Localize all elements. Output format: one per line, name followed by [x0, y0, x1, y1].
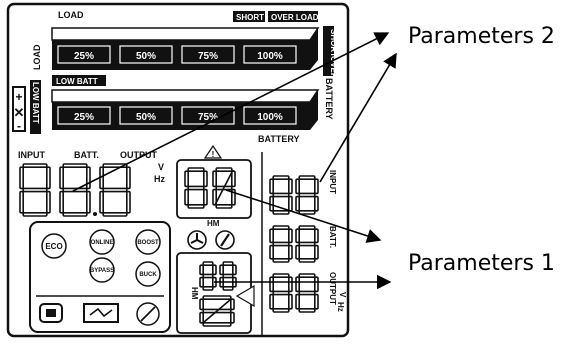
load-title: LOAD [58, 10, 84, 20]
mode-panel: ECO ONLINE BOOST BYPASS BUCK [29, 221, 171, 333]
load-panel: LOAD LOAD SHORT OVER LOAD SHORT OVER LOA… [32, 10, 338, 104]
bypass-icon [89, 257, 115, 283]
output-label: OUTPUT [120, 150, 158, 160]
right-batt: BATT. [328, 226, 337, 248]
right-digit-5 [269, 273, 293, 313]
bypass-label: BYPASS [90, 268, 114, 274]
battery-bar-label: 75% [198, 112, 218, 123]
fan-icon [187, 230, 207, 250]
load-right-short: SHORT [329, 29, 338, 57]
battery-bar-label: 25% [74, 112, 94, 123]
buck-label: BUCK [139, 272, 157, 278]
load-bar-4 [243, 45, 297, 64]
battery-bar-2 [119, 106, 173, 125]
hm-side: HM [190, 287, 199, 300]
callout-parameters-2: Parameters 2 [408, 24, 555, 49]
svg-text:!: ! [212, 150, 215, 159]
plug-icon [39, 303, 63, 323]
battery-bar-1 [57, 106, 111, 125]
center-digit-2 [212, 167, 236, 209]
battery-bar-label: 100% [257, 112, 283, 123]
short-badge-box [233, 11, 265, 22]
load-bar-label: 50% [136, 51, 156, 62]
svg-text:✕: ✕ [14, 105, 25, 120]
right-digit-4 [295, 225, 319, 263]
right-output: OUTPUT [328, 272, 337, 305]
triangle-icon [235, 284, 255, 308]
unit-hz: Hz [154, 174, 165, 184]
hm-top: HM [207, 219, 220, 228]
main-digit-1 [19, 163, 51, 217]
low-batt-side-box [30, 80, 41, 134]
load-bar-label: 100% [257, 51, 283, 62]
battery-right-label: BATTERY [324, 78, 334, 120]
unit-v: V [158, 162, 164, 172]
right-digit-2 [295, 175, 319, 215]
arrow-to-param2-a [72, 32, 390, 192]
low-batt-badge: LOW BATT [56, 77, 98, 86]
right-unit-hz: Hz [336, 302, 345, 312]
eco-label: ECO [45, 242, 62, 251]
wrench-icon [215, 230, 235, 250]
buck-icon [135, 261, 161, 287]
boost-label: BOOST [137, 240, 159, 246]
boost-icon [135, 229, 161, 255]
lcd-frame [6, 2, 350, 338]
fault-icon [136, 302, 160, 326]
main-digit-2 [59, 163, 91, 217]
battery-icon [12, 86, 26, 132]
online-label: ONLINE [91, 240, 114, 246]
right-input: INPUT [328, 170, 337, 194]
load-bar-label: 75% [198, 51, 218, 62]
warning-icon [203, 144, 223, 159]
short-badge: SHORT [236, 13, 264, 22]
center-digit-1 [184, 167, 208, 209]
bottom-digit-2 [219, 261, 237, 291]
battery-panel: LOW BATT + ✕ - LOW BATT BATTERY 25% 50% 75… [12, 75, 334, 144]
batt-label: BATT. [74, 150, 99, 160]
load-bar-3 [181, 45, 235, 64]
battery-charge-icon [83, 303, 119, 323]
callout-parameters-1: Parameters 1 [408, 251, 555, 276]
load-side-label: LOAD [32, 44, 42, 70]
right-digit-6 [295, 273, 319, 313]
battery-bar-4 [243, 106, 297, 125]
eco-icon [41, 233, 67, 259]
low-batt-side-badge: LOW BATT [31, 82, 40, 124]
right-badge-box [323, 26, 334, 76]
load-bar-2 [119, 45, 173, 64]
svg-text:+: + [15, 90, 22, 104]
overload-badge: OVER LOAD [271, 13, 319, 22]
param-center: ! HM [176, 144, 252, 250]
arrow-to-param1-a [225, 189, 382, 243]
battery-bar-label: 50% [136, 112, 156, 123]
right-digit-3 [269, 225, 293, 263]
battery-bottom-label: BATTERY [258, 134, 300, 144]
right-unit-v: V [338, 292, 347, 298]
bottom-digit-3 [199, 295, 235, 327]
svg-text:-: - [17, 119, 21, 133]
load-right-overload: OVER LOAD [329, 56, 338, 104]
load-bar-label: 25% [74, 51, 94, 62]
param-bottom: HM [176, 252, 255, 334]
input-label: INPUT [18, 150, 46, 160]
overload-badge-box [268, 11, 318, 22]
low-batt-badge-box [52, 75, 106, 86]
online-icon [89, 229, 115, 255]
arrow-to-param2-b [319, 52, 397, 183]
load-bar-1 [57, 45, 111, 64]
